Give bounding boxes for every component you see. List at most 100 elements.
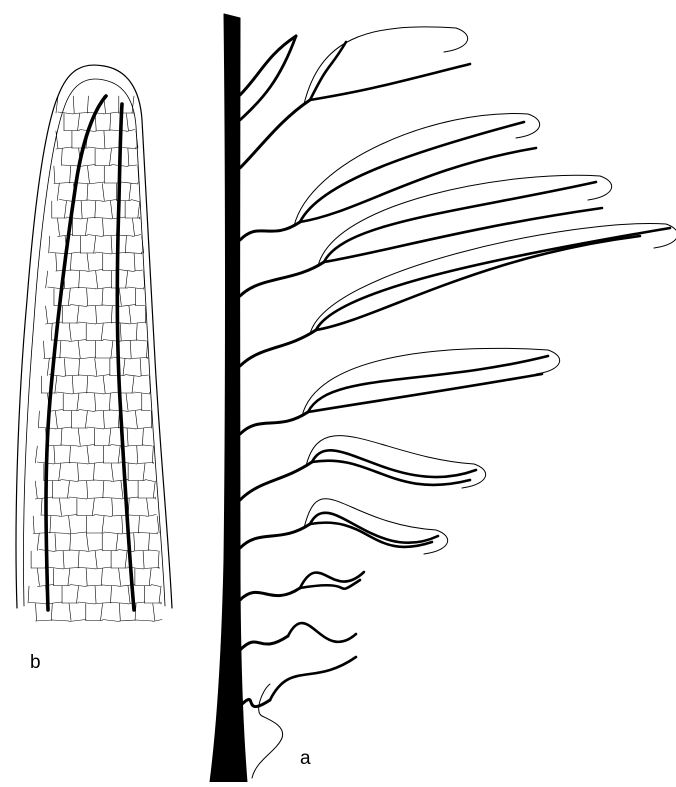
- areole-wall: [121, 182, 138, 184]
- areole-wall: [35, 497, 52, 499]
- pinna-lower-vein: [324, 208, 602, 262]
- areole-wall: [94, 480, 111, 481]
- areole-wall: [69, 324, 71, 341]
- areole-wall: [80, 375, 95, 376]
- areole-wall: [78, 429, 80, 446]
- areole-wall: [143, 445, 152, 446]
- areole-wall: [153, 604, 155, 621]
- areole-wall: [130, 341, 131, 358]
- areole-wall: [145, 480, 154, 482]
- areole-wall: [103, 428, 119, 429]
- areole-wall: [92, 499, 94, 516]
- areole-wall: [79, 568, 95, 569]
- areole-wall: [102, 585, 118, 586]
- areole-wall: [94, 236, 96, 253]
- areole-wall: [29, 603, 45, 604]
- pinna-stalk: [240, 412, 308, 434]
- areole-wall: [95, 603, 112, 604]
- areole-wall: [96, 271, 98, 288]
- areole-wall: [134, 254, 135, 271]
- areole-wall: [125, 375, 140, 377]
- areole-wall: [64, 359, 65, 376]
- areole-wall: [102, 516, 104, 533]
- areole-wall: [52, 620, 69, 621]
- areole-wall: [79, 410, 95, 412]
- areole-wall: [70, 497, 87, 499]
- areole-wall: [120, 340, 137, 341]
- areole-wall: [73, 113, 88, 114]
- areole-wall: [78, 114, 80, 131]
- pinna: [240, 572, 364, 600]
- areole-wall: [88, 147, 104, 149]
- areole-wall: [103, 481, 104, 498]
- areole-wall: [88, 235, 103, 237]
- areole-wall: [137, 446, 138, 463]
- areole-wall: [135, 411, 137, 428]
- areole-wall: [95, 201, 96, 218]
- areole-wall: [46, 322, 63, 324]
- areole-wall: [79, 322, 96, 324]
- areole-wall: [128, 149, 129, 166]
- areole-wall: [112, 323, 129, 324]
- areole-wall: [121, 497, 138, 499]
- areole-wall: [96, 218, 111, 219]
- areole-wall: [131, 200, 139, 202]
- areole-wall: [104, 148, 120, 149]
- areole-wall: [103, 392, 118, 394]
- areole-wall: [54, 446, 55, 463]
- pinna: [240, 499, 448, 554]
- areole-wall: [35, 446, 37, 463]
- areole-wall: [101, 604, 103, 621]
- pinna-lower-vein: [300, 148, 536, 222]
- areole-wall: [111, 130, 127, 131]
- areole-wall: [87, 481, 88, 498]
- pinna-stalk: [240, 330, 316, 366]
- areole-wall: [103, 411, 104, 428]
- areole-wall: [44, 341, 45, 358]
- areole-wall: [116, 534, 118, 551]
- areole-wall: [72, 376, 73, 393]
- areole-wall: [77, 306, 79, 323]
- areole-wall: [119, 305, 135, 307]
- pinna: [240, 36, 296, 120]
- areole-wall: [138, 516, 139, 533]
- areole-wall: [46, 306, 48, 323]
- pinnule-main-vein-right: [117, 104, 134, 610]
- areole-wall: [126, 271, 128, 288]
- areole-wall: [87, 254, 89, 271]
- areole-wall: [87, 427, 103, 429]
- areole-wall: [96, 252, 111, 254]
- pinna-stalk: [240, 636, 288, 650]
- pinnule-outline: [16, 65, 172, 608]
- areole-wall: [143, 464, 145, 481]
- areole-wall: [109, 394, 110, 411]
- areole-wall: [51, 324, 52, 341]
- areole-wall: [87, 376, 88, 393]
- areole-wall: [119, 289, 121, 306]
- areole-wall: [41, 499, 42, 516]
- areole-wall: [128, 499, 129, 516]
- pinna-outline: [294, 114, 540, 226]
- areole-wall: [70, 254, 71, 271]
- areole-wall: [33, 533, 51, 534]
- areole-wall: [142, 429, 143, 446]
- areole-wall: [70, 463, 87, 464]
- areole-wall: [112, 499, 113, 516]
- areole-wall: [77, 394, 79, 411]
- pinna-lower-vein: [310, 64, 470, 100]
- pinna-stalk: [240, 222, 300, 240]
- areole-wall: [64, 201, 66, 218]
- areole-wall: [128, 165, 137, 166]
- pinna-stalk: [240, 588, 300, 600]
- areole-wall: [87, 166, 89, 183]
- areole-wall: [55, 411, 57, 428]
- areole-wall: [87, 96, 88, 113]
- areole-wall: [95, 586, 96, 603]
- areole-wall: [86, 534, 88, 551]
- pinna-upper-vein: [300, 122, 524, 222]
- areole-wall: [87, 305, 103, 306]
- pinna-upper-vein: [308, 356, 548, 412]
- areole-wall: [61, 358, 78, 359]
- areole-wall: [110, 114, 111, 131]
